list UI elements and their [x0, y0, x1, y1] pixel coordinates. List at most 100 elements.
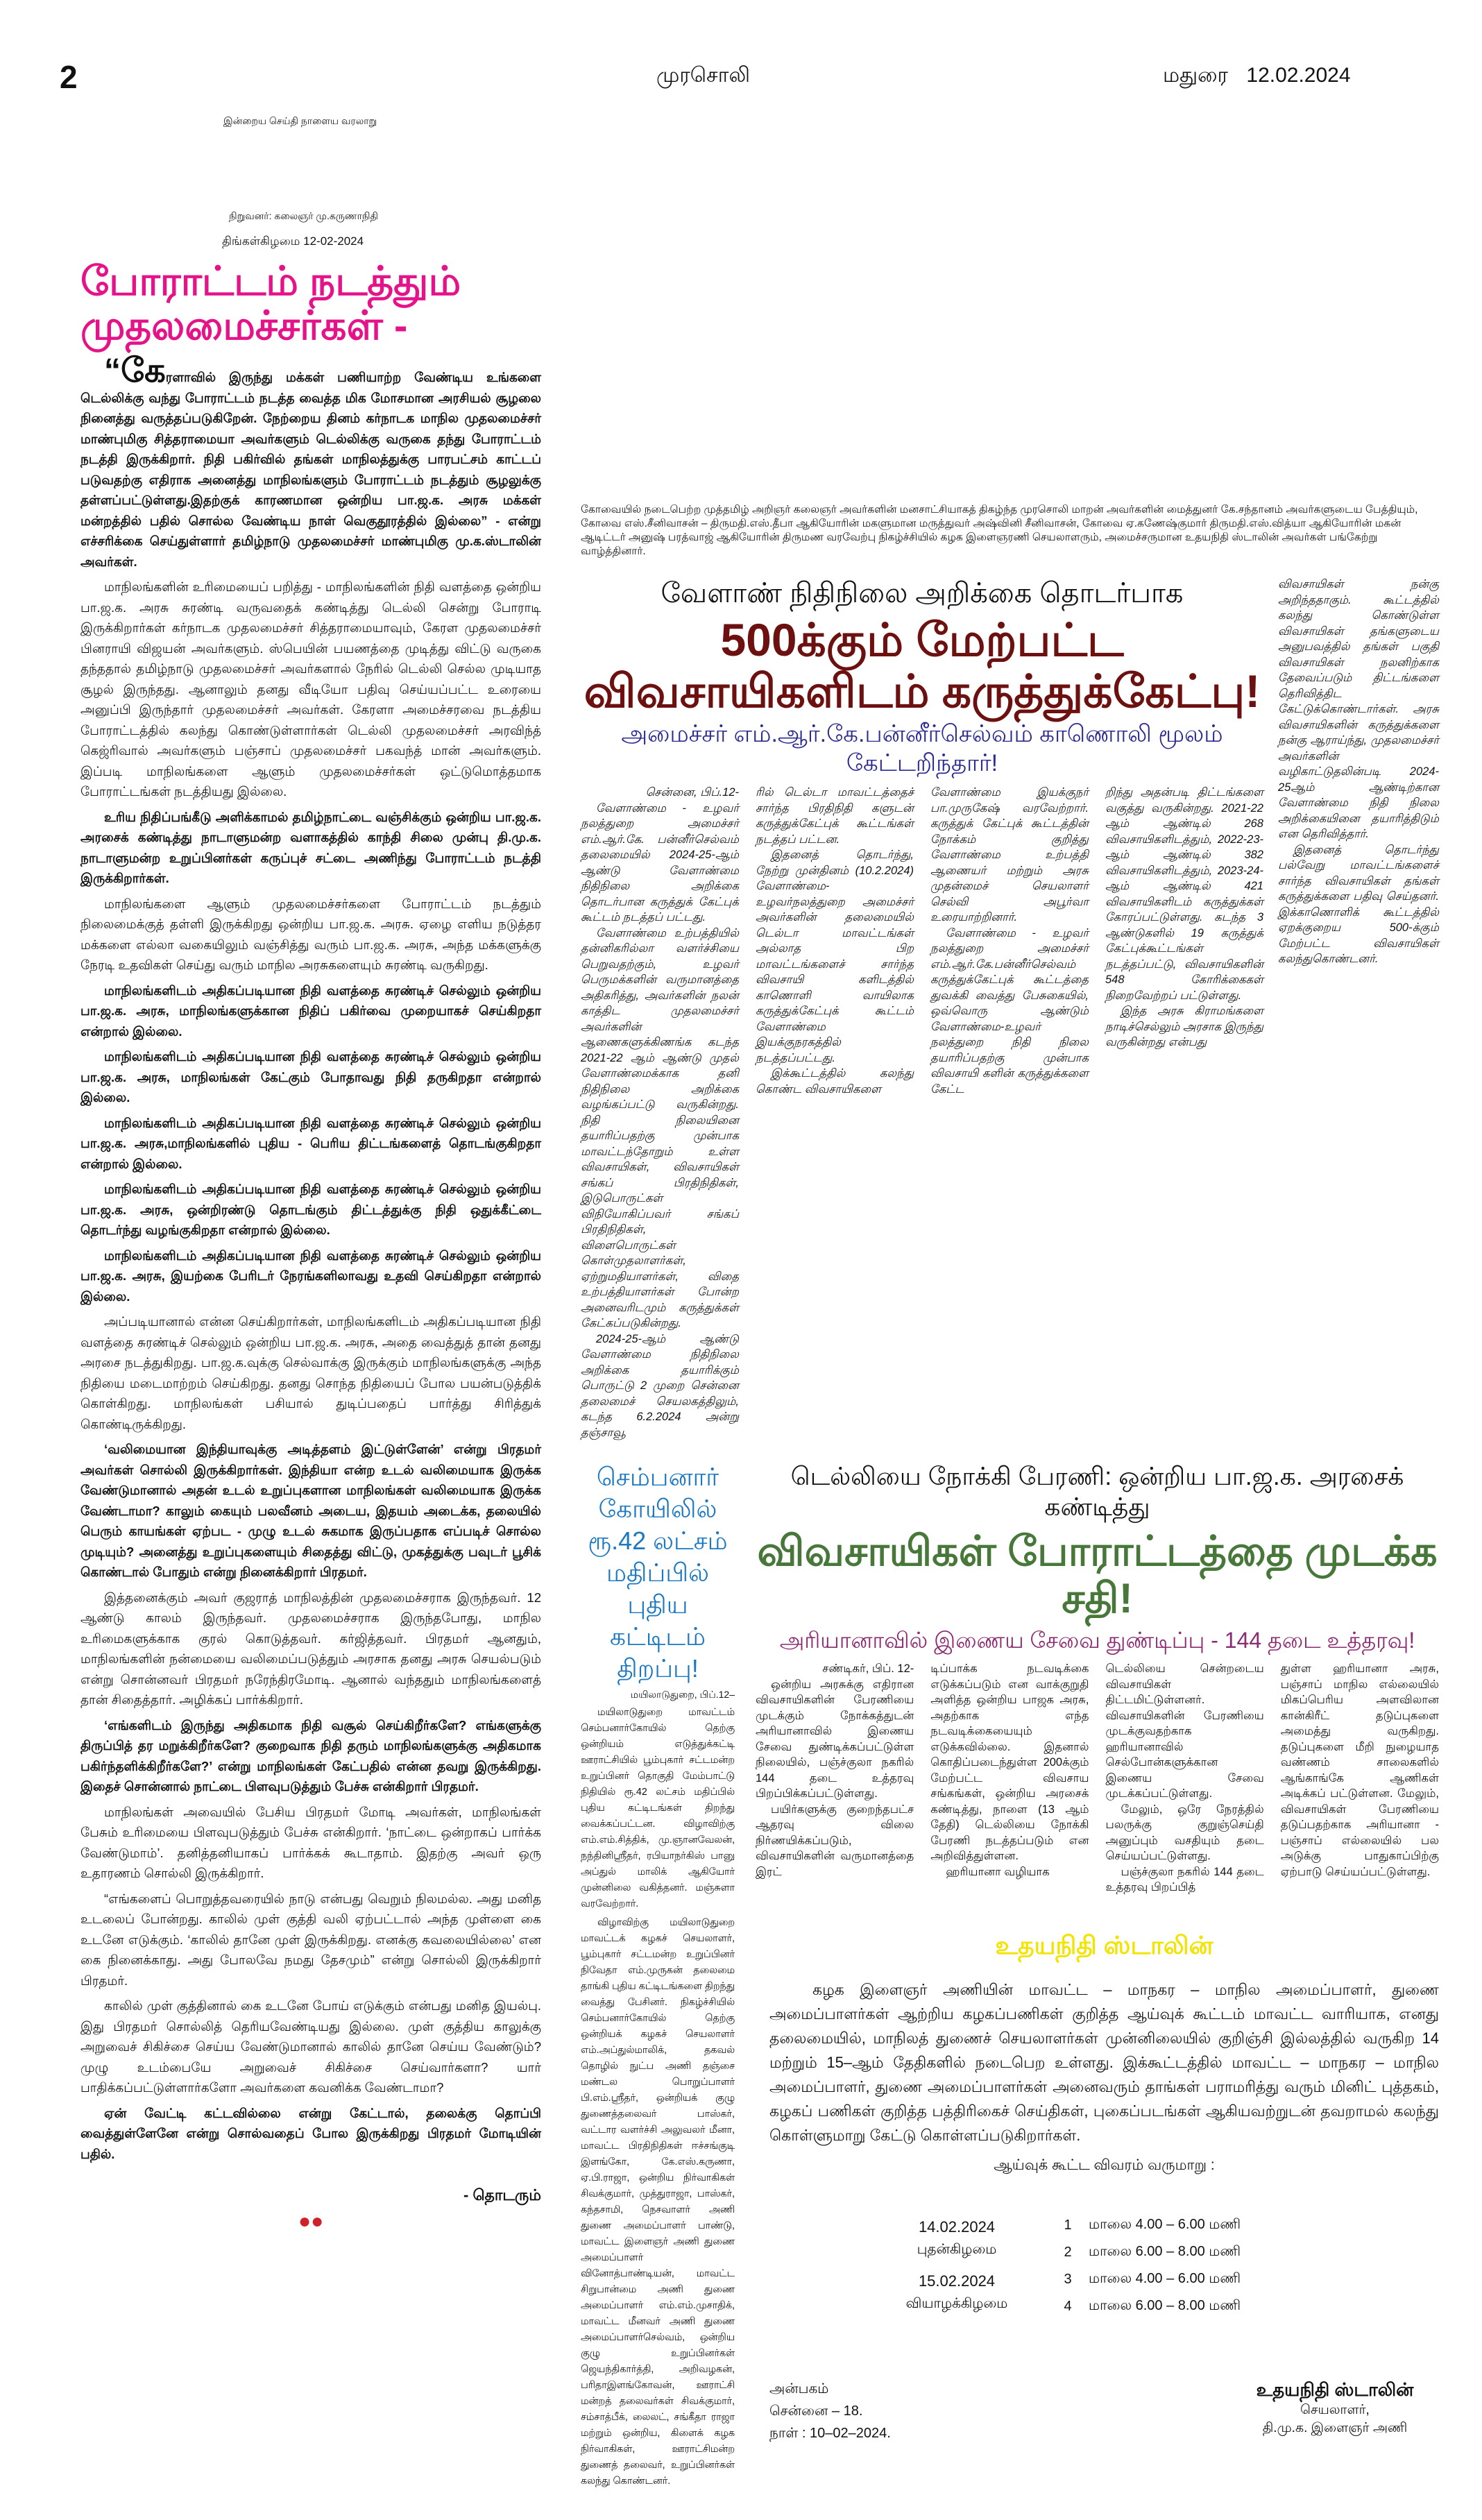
- slot-time: மாலை 6.00 – 8.00 மணி: [1089, 2243, 1241, 2259]
- paragraph: மாநிலங்களிடம் அதிகப்படியான நிதி வளத்தை ச…: [80, 1115, 541, 1171]
- schedule-table: 14.02.2024 புதன்கிழமை 1 மாலை 4.00 – 6.00…: [867, 2217, 1439, 2315]
- paragraph: மேலும், ஒரே நேரத்தில் பலருக்கு குறுஞ்செய…: [1105, 1803, 1264, 1863]
- notice-origin: அன்பகம் சென்னை – 18. நாள் : 10–02–2024.: [769, 2378, 891, 2444]
- agri-subhead: அமைச்சர் எம்.ஆர்.கே.பன்னீர்செல்வம் காணொல…: [621, 721, 1223, 776]
- edition-date: மதுரை 12.02.2024: [1163, 64, 1351, 87]
- tagline: இன்றைய செய்தி நாளைய வரலாறு: [223, 115, 377, 126]
- lower-section: செம்பனார்கோயிலில் ரூ.42 லட்சம் மதிப்பில்…: [581, 1461, 1439, 2492]
- notice-footer: அன்பகம் சென்னை – 18. நாள் : 10–02–2024. …: [769, 2378, 1439, 2444]
- signatory-org: தி.மு.க. இளைஞர் அணி: [1262, 2420, 1408, 2435]
- paragraph: விவசாயிகள் நன்கு அறிந்ததாகும். கூட்டத்தி…: [1278, 578, 1439, 840]
- drop-cap: “கே: [104, 352, 166, 389]
- notice-place: அன்பகம்: [769, 2381, 829, 2396]
- paragraph: ‘வலிமையான இந்தியாவுக்கு அடித்தளம் இட்டுள…: [80, 1442, 541, 1579]
- delhi-kicker: டெல்லியை நோக்கி பேரணி: ஒன்றிய பா.ஜ.க. அர…: [790, 1462, 1404, 1521]
- dateline: சண்டிகர், பிப். 12-: [822, 1662, 914, 1675]
- notice-date: நாள் : 10–02–2024.: [769, 2425, 891, 2441]
- agri-headline: 500க்கும் மேற்பட்ட விவசாயிகளிடம் கருத்து…: [584, 614, 1261, 717]
- slot-time: மாலை 4.00 – 6.00 மணி: [1089, 2216, 1241, 2232]
- paragraph: ஒன்றிய அரசுக்கு எதிரான விவசாயிகளின் பேரண…: [756, 1678, 914, 1800]
- delhi-headline: விவசாயிகள் போராட்டத்தை முடக்க சதி!: [757, 1528, 1438, 1621]
- paragraph: இந்த அரசு கிராமங்களை நாடிச்செல்லும் அரசா…: [1105, 1005, 1264, 1048]
- schedule-date: 14.02.2024: [918, 2218, 996, 2236]
- paragraph: பயிர்களுக்கு குறைந்தபட்ச ஆதரவு விலை நிர்…: [756, 1803, 914, 1878]
- founder-line: நிறுவனர்: கலைஞர் மு.கருணாநிதி: [229, 210, 378, 221]
- editorial-column: இன்றைய செய்தி நாளைய வரலாறு நிறுவனர்: கலை…: [80, 104, 552, 2233]
- paragraph: உரிய நிதிப்பங்கீடு அளிக்காமல் தமிழ்நாட்ட…: [80, 809, 541, 886]
- notice-city: சென்னை – 18.: [769, 2403, 863, 2419]
- headline-line: ரூ.42 லட்சம் மதிப்பில்: [588, 1526, 728, 1587]
- dateline: சென்னை, பிப்.12-: [645, 786, 739, 799]
- paragraph: டெல்லியை சென்றடைய விவசாயிகள் திட்டமிட்டு…: [1105, 1662, 1264, 1800]
- schedule-day-cell: 15.02.2024 வியாழக்கிழமை: [867, 2272, 1047, 2313]
- paragraph-text: ரளாவில் இருந்து மக்கள் பணியாற்ற வேண்டிய …: [80, 370, 541, 569]
- paragraph: பஞ்ச்குலா நகரில் 144 தடை உத்தரவு பிறப்பி…: [1105, 1865, 1264, 1894]
- agri-column-4: றிந்து அதன்படி திட்டங்களை வகுத்து வருகின…: [1105, 785, 1263, 1050]
- page-header: 2 முரசொலி மதுரை 12.02.2024: [0, 0, 1482, 104]
- schedule-heading: ஆய்வுக் கூட்ட விவரம் வருமாறு :: [994, 2156, 1215, 2173]
- paragraph: அப்படியானால் என்ன செய்கிறார்கள், மாநிலங்…: [80, 1314, 541, 1431]
- editorial-headline: போராட்டம் நடத்தும் முதலமைச்சர்கள் -: [80, 259, 461, 348]
- agri-column-2: ரில் டெல்டா மாவட்டத்தைச் சார்ந்த பிரதிநி…: [756, 785, 914, 1097]
- slot-number: 4: [1064, 2298, 1072, 2314]
- slot-time: மாலை 4.00 – 6.00 மணி: [1089, 2270, 1241, 2286]
- sembanar-dateline: மயிலாடுதுறை, பிப்.12–: [630, 1689, 735, 1700]
- paragraph: டிப்பாக்க நடவடிக்கை எடுக்கப்படும் என வாக…: [930, 1662, 1089, 1862]
- slot-number: 2: [1064, 2244, 1072, 2260]
- slot-number: 3: [1064, 2271, 1072, 2287]
- paragraph: மாநிலங்களிடம் அதிகப்படியான நிதி வளத்தை ச…: [80, 982, 541, 1039]
- signatory-role: செயலாளர்,: [1300, 2402, 1370, 2417]
- paragraph: இத்தனைக்கும் அவர் குஜராத் மாநிலத்தின் மு…: [80, 1590, 541, 1708]
- notice-body: கழக இளைஞர் அணியின் மாவட்ட – மாநகர – மாநி…: [769, 1980, 1439, 2144]
- paragraph: ஏன் வேட்டி கட்டவில்லை என்று கேட்டால், தல…: [80, 2105, 541, 2161]
- slot-time: மாலை 6.00 – 8.00 மணி: [1089, 2297, 1241, 2313]
- paragraph: இக்கூட்டத்தில் கலந்து கொண்ட விவசாயிகளை: [756, 1067, 914, 1096]
- news-area: கோவையில் நடைபெற்ற முத்தமிழ் அறிஞர் கலைஞர…: [581, 104, 1439, 2492]
- editorial-body: “கேரளாவில் இருந்து மக்கள் பணியாற்ற வேண்ட…: [80, 355, 541, 2233]
- schedule-day-cell: 14.02.2024 புதன்கிழமை: [867, 2218, 1047, 2259]
- paragraph: மாநிலங்களை ஆளும் முதலமைச்சர்களை போராட்டம…: [80, 896, 541, 973]
- paragraph: “எங்களைப் பொறுத்தவரையில் நாடு என்பது வெற…: [80, 1891, 541, 1988]
- ornament-dots: ●●: [298, 2209, 324, 2233]
- headline-line: புதிய கட்டிடம் திறப்பு!: [610, 1590, 706, 1683]
- signatory-name: உதயநிதி ஸ்டாலின்: [1256, 2378, 1414, 2400]
- paragraph: வேளாண்மை - உழவர் நலத்துறை அமைச்சர் எம்.ஆ…: [930, 926, 1089, 1096]
- paragraph: மாநிலங்களிடம் அதிகப்படியான நிதி வளத்தை ச…: [80, 1182, 541, 1237]
- paragraph: துள்ள ஹரியானா அரசு, பஞ்சாப் மாநில எல்லைய…: [1280, 1662, 1439, 1878]
- paragraph: வேளாண்மை இயக்குநர் பா.முருகேஷ் வரவேற்றார…: [930, 786, 1089, 923]
- paragraph: மாநிலங்களின் உரிமையைப் பறித்து - மாநிலங்…: [80, 579, 541, 799]
- lower-main: டெல்லியை நோக்கி பேரணி: ஒன்றிய பா.ஜ.க. அர…: [756, 1461, 1439, 2444]
- paragraph: வேளாண்மை உற்பத்தியில் தன்னிகரில்லா வளர்ச…: [581, 926, 739, 1330]
- paragraph: காலில் முள் குத்தினால் கை உடனே போய் எடுக…: [80, 1998, 541, 2095]
- sembanar-body: மயிலாடுதுறை மாவட்டம் செம்பனார்கோயில் தெற…: [581, 1705, 735, 2489]
- paragraph: மயிலாடுதுறை மாவட்டம் செம்பனார்கோயில் தெற…: [581, 1707, 735, 1909]
- schedule-date: 15.02.2024: [918, 2272, 996, 2290]
- paragraph: மாநிலங்கள் அவையில் பேசிய பிரதமர் மோடி அவ…: [80, 1804, 541, 1881]
- agri-kicker: வேளாண் நிதிநிலை அறிக்கை தொடர்பாக: [661, 578, 1184, 608]
- delhi-subhead: அரியானாவில் இணைய சேவை துண்டிப்பு - 144 த…: [779, 1628, 1415, 1653]
- paragraph: இதனைத் தொடர்ந்து பல்வேறு மாவட்டங்களைச் ச…: [1278, 843, 1439, 966]
- schedule-day: வியாழக்கிழமை: [905, 2296, 1008, 2311]
- delhi-column-2: டிப்பாக்க நடவடிக்கை எடுக்கப்படும் என வாக…: [930, 1661, 1089, 1880]
- headline-line: செம்பனார்கோயிலில்: [596, 1463, 719, 1523]
- agri-columns: சென்னை, பிப்.12- வேளாண்மை - உழவர் நலத்து…: [581, 785, 1263, 1440]
- page-body: இன்றைய செய்தி நாளைய வரலாறு நிறுவனர்: கலை…: [0, 104, 1482, 2520]
- agri-column-3: வேளாண்மை இயக்குநர் பா.முருகேஷ் வரவேற்றார…: [930, 785, 1089, 1097]
- paragraph: ரில் டெல்டா மாவட்டத்தைச் சார்ந்த பிரதிநி…: [756, 786, 914, 846]
- paragraph: “கேரளாவில் இருந்து மக்கள் பணியாற்ற வேண்ட…: [80, 355, 541, 572]
- agri-column-1: சென்னை, பிப்.12- வேளாண்மை - உழவர் நலத்து…: [581, 785, 739, 1440]
- photo-caption: கோவையில் நடைபெற்ற முத்தமிழ் அறிஞர் கலைஞர…: [581, 504, 1418, 557]
- issue-date: திங்கள்கிழமை 12-02-2024: [222, 235, 364, 248]
- paragraph: றிந்து அதன்படி திட்டங்களை வகுத்து வருகின…: [1105, 786, 1263, 1002]
- paragraph: மாநிலங்களிடம் அதிகப்படியான நிதி வளத்தை ச…: [80, 1049, 541, 1105]
- slot-number: 1: [1064, 2217, 1072, 2233]
- paragraph: விழாவிற்கு மயிலாடுதுறை மாவட்டக் கழகச் செ…: [581, 1917, 735, 2487]
- sembanar-headline: செம்பனார்கோயிலில் ரூ.42 லட்சம் மதிப்பில்…: [581, 1461, 735, 1685]
- paragraph: இதனைத் தொடர்ந்து, நேற்று முன்தினம் (10.2…: [756, 849, 914, 1064]
- agri-main: வேளாண் நிதிநிலை அறிக்கை தொடர்பாக 500க்கு…: [581, 577, 1263, 1440]
- schedule-day: புதன்கிழமை: [917, 2242, 997, 2257]
- paragraph: 2024-25-ஆம் ஆண்டு வேளாண்மை நிதிநிலை அறிக…: [581, 1332, 739, 1439]
- signature-block: உதயநிதி ஸ்டாலின் செயலாளர், தி.மு.க. இளைஞ…: [1231, 2378, 1439, 2444]
- masthead: முரசொலி: [656, 64, 750, 87]
- delhi-column-3: டெல்லியை சென்றடைய விவசாயிகள் திட்டமிட்டு…: [1106, 1661, 1264, 1896]
